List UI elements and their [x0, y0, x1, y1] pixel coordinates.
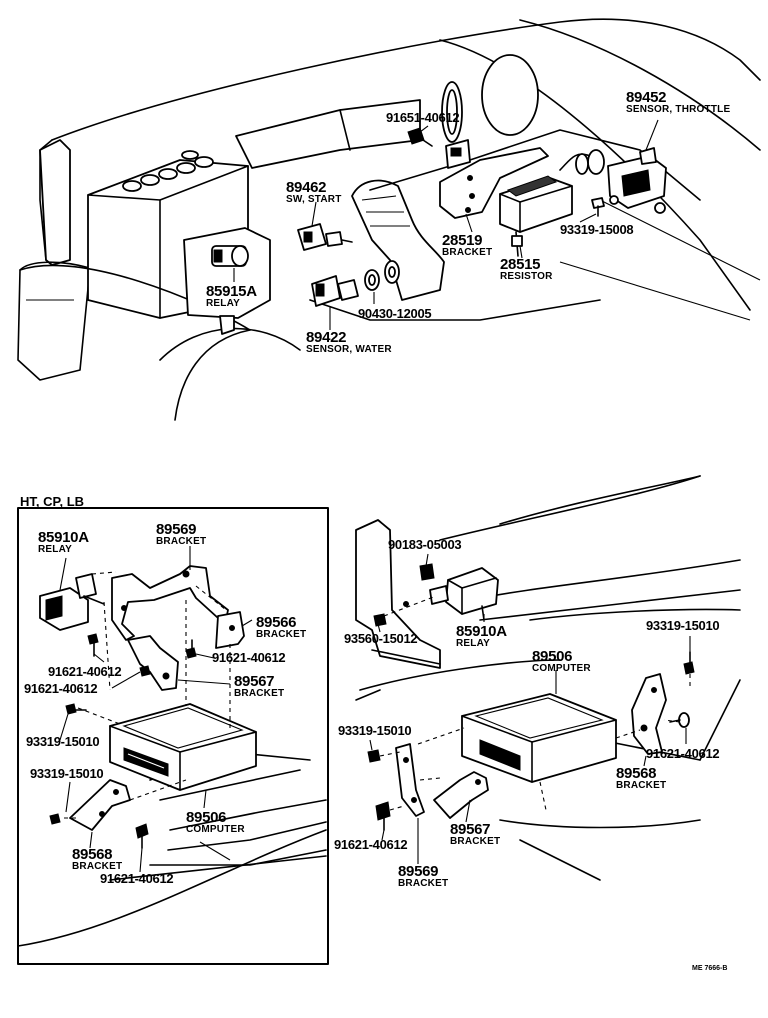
bracket-89569-right: [395, 743, 425, 817]
part-number-91621-40612-inset-b: 91621-40612: [212, 650, 285, 665]
part-number-28515: 28515: [500, 256, 540, 273]
bolt-93560-15012: [373, 601, 409, 627]
part-number-91621-40612-inset-c: 91621-40612: [24, 681, 97, 696]
bolt-93319-15010-right-upper: [683, 651, 695, 675]
part-name-relay-right: RELAY: [456, 638, 490, 649]
part-number-91621-40612-right-b: 91621-40612: [334, 837, 407, 852]
resistor-28515: [499, 175, 573, 257]
bolt-93319-15008: [591, 197, 605, 217]
sensor-water-89422: [311, 269, 380, 307]
battery-caps: [122, 150, 214, 192]
part-name-bracket-89567-inset: BRACKET: [234, 688, 284, 699]
bolts-inset: [49, 633, 197, 849]
part-name-relay-inset: RELAY: [38, 544, 72, 555]
part-number-85910a-inset: 85910A: [38, 529, 89, 546]
leader-lines-right: [369, 553, 691, 864]
bracket-89569-inset: [111, 565, 229, 641]
part-number-91621-40612-inset-d: 91621-40612: [100, 871, 173, 886]
part-number-89567-inset: 89567: [234, 673, 274, 690]
bolt-90183-05003: [419, 563, 435, 581]
part-name-bracket-89569-right: BRACKET: [398, 878, 448, 889]
part-number-89566-inset: 89566: [256, 614, 296, 631]
part-number-85915a: 85915A: [206, 283, 257, 300]
part-number-90183-05003: 90183-05003: [388, 537, 461, 552]
bracket-89567-right: [433, 771, 489, 819]
part-number-89506-right: 89506: [532, 648, 572, 665]
part-name-relay-85915a: RELAY: [206, 298, 240, 309]
part-number-93319-15008: 93319-15008: [560, 222, 633, 237]
part-number-93560-15012: 93560-15012: [344, 631, 417, 646]
part-name-sw-start: SW, START: [286, 194, 342, 205]
bracket-89566-inset: [215, 611, 245, 649]
part-number-28519: 28519: [442, 232, 482, 249]
part-name-bracket-28519: BRACKET: [442, 247, 492, 258]
bracket-28519: [439, 139, 549, 219]
part-number-89568-right: 89568: [616, 765, 656, 782]
bolt-91621-40612-right: [669, 712, 690, 728]
inset-ht-cp-lb: [17, 507, 329, 965]
part-number-89569-right: 89569: [398, 863, 438, 880]
relay-85910a-inset: [39, 573, 105, 631]
leader-lines-inset: [59, 546, 253, 873]
part-number-91651-40612: 91651-40612: [386, 110, 459, 125]
part-name-computer-inset: COMPUTER: [186, 824, 245, 835]
part-name-computer-right: COMPUTER: [532, 663, 591, 674]
callout-labels: 91651-40612 89452 SENSOR, THROTTLE 89462…: [20, 89, 730, 972]
part-number-93319-15010-right-a: 93319-15010: [646, 618, 719, 633]
part-number-89568-inset: 89568: [72, 846, 112, 863]
bracket-89568-inset: [69, 779, 131, 831]
bracket-89567-inset: [127, 635, 179, 691]
part-name-bracket-89566-inset: BRACKET: [256, 629, 306, 640]
part-name-bracket-89567-right: BRACKET: [450, 836, 500, 847]
part-number-89462: 89462: [286, 179, 326, 196]
switch-start-89462: [297, 223, 353, 251]
part-number-93319-15010-inset-a: 93319-15010: [26, 734, 99, 749]
bolts-right-left: [367, 749, 391, 831]
part-number-93319-15010-right-b: 93319-15010: [338, 723, 411, 738]
part-number-85910a-right: 85910A: [456, 623, 507, 640]
relay-85915a: [211, 245, 249, 335]
computer-89506-right: [461, 693, 617, 783]
part-number-89506-inset: 89506: [186, 809, 226, 826]
dash-area-illustration: [355, 475, 741, 881]
washer-90430-12005: [384, 260, 400, 284]
computer-89506-inset: [109, 703, 257, 791]
part-name-bracket-89569-inset: BRACKET: [156, 536, 206, 547]
part-number-91621-40612-right-a: 91621-40612: [646, 746, 719, 761]
figure-code: ME 7666-B: [692, 965, 727, 972]
part-number-90430-12005: 90430-12005: [358, 306, 431, 321]
leader-lines-top: [233, 119, 659, 330]
part-number-91621-40612-inset-a: 91621-40612: [48, 664, 121, 679]
section-label: HT, CP, LB: [20, 494, 84, 509]
part-name-sensor-water: SENSOR, WATER: [306, 344, 392, 355]
part-number-89452: 89452: [626, 89, 666, 106]
part-name-resistor: RESISTOR: [500, 271, 553, 282]
bracket-89568-right: [631, 673, 667, 755]
part-name-sensor-throttle: SENSOR, THROTTLE: [626, 104, 730, 115]
relay-85910a-right: [429, 567, 499, 621]
sensor-throttle-89452: [607, 147, 667, 214]
part-number-93319-15010-inset-b: 93319-15010: [30, 766, 103, 781]
engine-compartment-illustration: [17, 18, 761, 421]
part-number-89569-inset: 89569: [156, 521, 196, 538]
part-name-bracket-89568-right: BRACKET: [616, 780, 666, 791]
part-number-89422: 89422: [306, 329, 346, 346]
part-number-89567-right: 89567: [450, 821, 490, 838]
part-name-bracket-89568-inset: BRACKET: [72, 861, 122, 872]
bolt-91651-40612: [407, 127, 433, 147]
